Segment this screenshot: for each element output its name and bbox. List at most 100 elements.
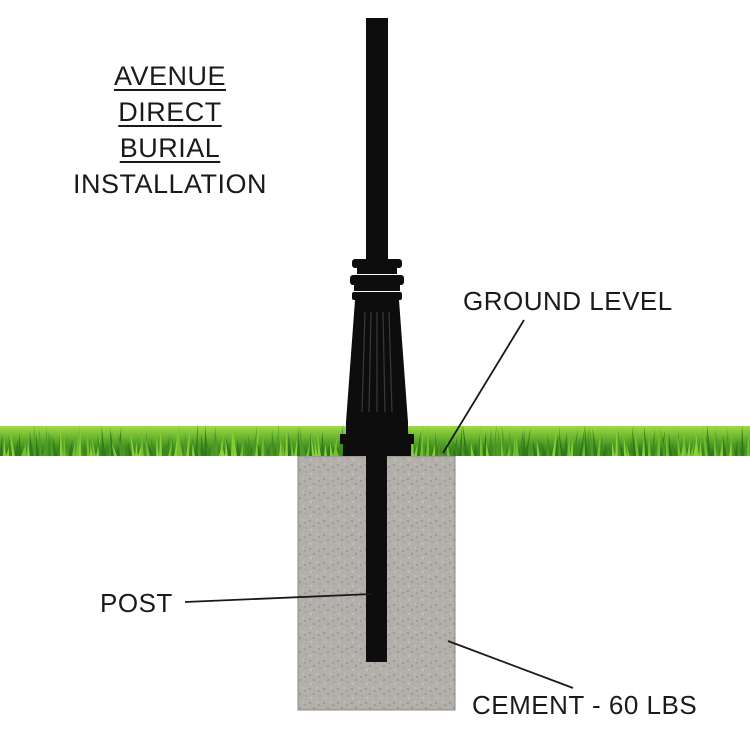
grass-blade xyxy=(144,429,147,456)
grass-blade xyxy=(509,428,513,456)
grass-blade xyxy=(48,431,51,456)
grass-blade xyxy=(695,431,699,456)
grass-blade xyxy=(171,435,174,456)
grass-blade xyxy=(90,443,93,456)
grass-blade xyxy=(713,434,717,456)
grass-blade xyxy=(660,430,665,456)
grass-blade xyxy=(248,434,252,456)
grass-blade xyxy=(24,441,27,456)
grass-blade xyxy=(744,434,748,456)
grass-blade xyxy=(592,428,597,456)
grass-blade xyxy=(127,441,132,456)
grass-blade xyxy=(148,442,153,456)
grass-blade xyxy=(189,435,194,456)
grass-blade xyxy=(264,438,267,456)
buried-post xyxy=(366,456,387,662)
grass-blade xyxy=(192,442,195,456)
grass-blade xyxy=(648,433,651,456)
grass-blade xyxy=(271,432,276,456)
grass-blade xyxy=(528,434,531,456)
grass-blade xyxy=(309,431,312,456)
grass-blade xyxy=(125,439,129,456)
grass-blade xyxy=(57,435,60,456)
grass-blade xyxy=(321,430,324,456)
grass-blade xyxy=(174,428,179,456)
grass-blade xyxy=(570,436,573,456)
grass-blade xyxy=(579,429,585,456)
grass-blade xyxy=(706,424,711,456)
grass-blade xyxy=(177,424,180,456)
grass-blade xyxy=(201,433,204,456)
grass-blade xyxy=(690,442,694,456)
grass-blade xyxy=(29,430,33,456)
grass-blade xyxy=(220,442,225,456)
grass-blade xyxy=(8,435,12,456)
grass-blade xyxy=(632,426,636,456)
grass-blade xyxy=(420,424,424,456)
grass-blade xyxy=(294,428,299,456)
grass-blade xyxy=(558,425,561,456)
grass-blade xyxy=(589,425,594,456)
grass-blade xyxy=(195,424,198,456)
grass-blade xyxy=(470,441,474,456)
grass-blade xyxy=(547,433,552,456)
grass-blade xyxy=(39,428,42,456)
grass-blade xyxy=(422,439,426,456)
grass-blade xyxy=(300,439,306,456)
grass-blade xyxy=(186,428,190,456)
grass-blade xyxy=(495,440,498,456)
grass-blade xyxy=(711,443,715,456)
grass-blade xyxy=(6,442,11,456)
grass-blade xyxy=(702,425,708,456)
grass-blade xyxy=(15,439,18,456)
grass-blade xyxy=(555,433,558,456)
grass-blade xyxy=(329,442,333,456)
grass-blade xyxy=(741,424,744,456)
grass-blade xyxy=(0,434,3,456)
grass-blade xyxy=(552,427,558,456)
grass-blade xyxy=(282,441,285,456)
grass-blade xyxy=(306,437,312,456)
grass-blade xyxy=(626,443,630,456)
grass-blade xyxy=(49,430,54,456)
grass-blade xyxy=(735,438,738,456)
grass-blade xyxy=(243,443,246,456)
grass-blade xyxy=(634,424,639,456)
grass-blade xyxy=(651,428,655,456)
grass-blade xyxy=(267,440,272,456)
grass-blade xyxy=(600,434,603,456)
grass-blade xyxy=(715,428,720,456)
grass-blade xyxy=(91,435,96,456)
grass-blade xyxy=(257,442,261,456)
grass-blade xyxy=(18,432,21,456)
cement-label: CEMENT - 60 LBS xyxy=(472,690,698,720)
grass-blade xyxy=(333,430,339,456)
grass-blade xyxy=(483,430,487,456)
grass-blade xyxy=(573,428,578,456)
grass-blade xyxy=(615,425,618,456)
ground-leader-line xyxy=(442,319,525,454)
grass-blade xyxy=(310,434,315,456)
grass-blade xyxy=(687,438,691,456)
grass-blade xyxy=(414,443,418,456)
grass-blade xyxy=(541,440,546,456)
grass-blade xyxy=(643,425,648,456)
grass-blade xyxy=(36,433,39,456)
grass-blade xyxy=(81,443,84,456)
grass-blade xyxy=(225,438,228,456)
grass-blade xyxy=(135,441,138,456)
grass-blade xyxy=(619,441,624,456)
grass-blade xyxy=(531,441,534,456)
grass-blade xyxy=(232,425,237,456)
grass-blade xyxy=(559,434,564,456)
grass-blade xyxy=(285,429,288,456)
grass-blade xyxy=(486,441,489,456)
grass-blade xyxy=(642,432,645,456)
grass-blade xyxy=(477,432,481,456)
grass-blade xyxy=(240,441,244,456)
grass-blade xyxy=(130,431,135,456)
grass-blade xyxy=(333,440,339,456)
grass-blade xyxy=(45,426,48,456)
grass-blade xyxy=(156,435,159,456)
